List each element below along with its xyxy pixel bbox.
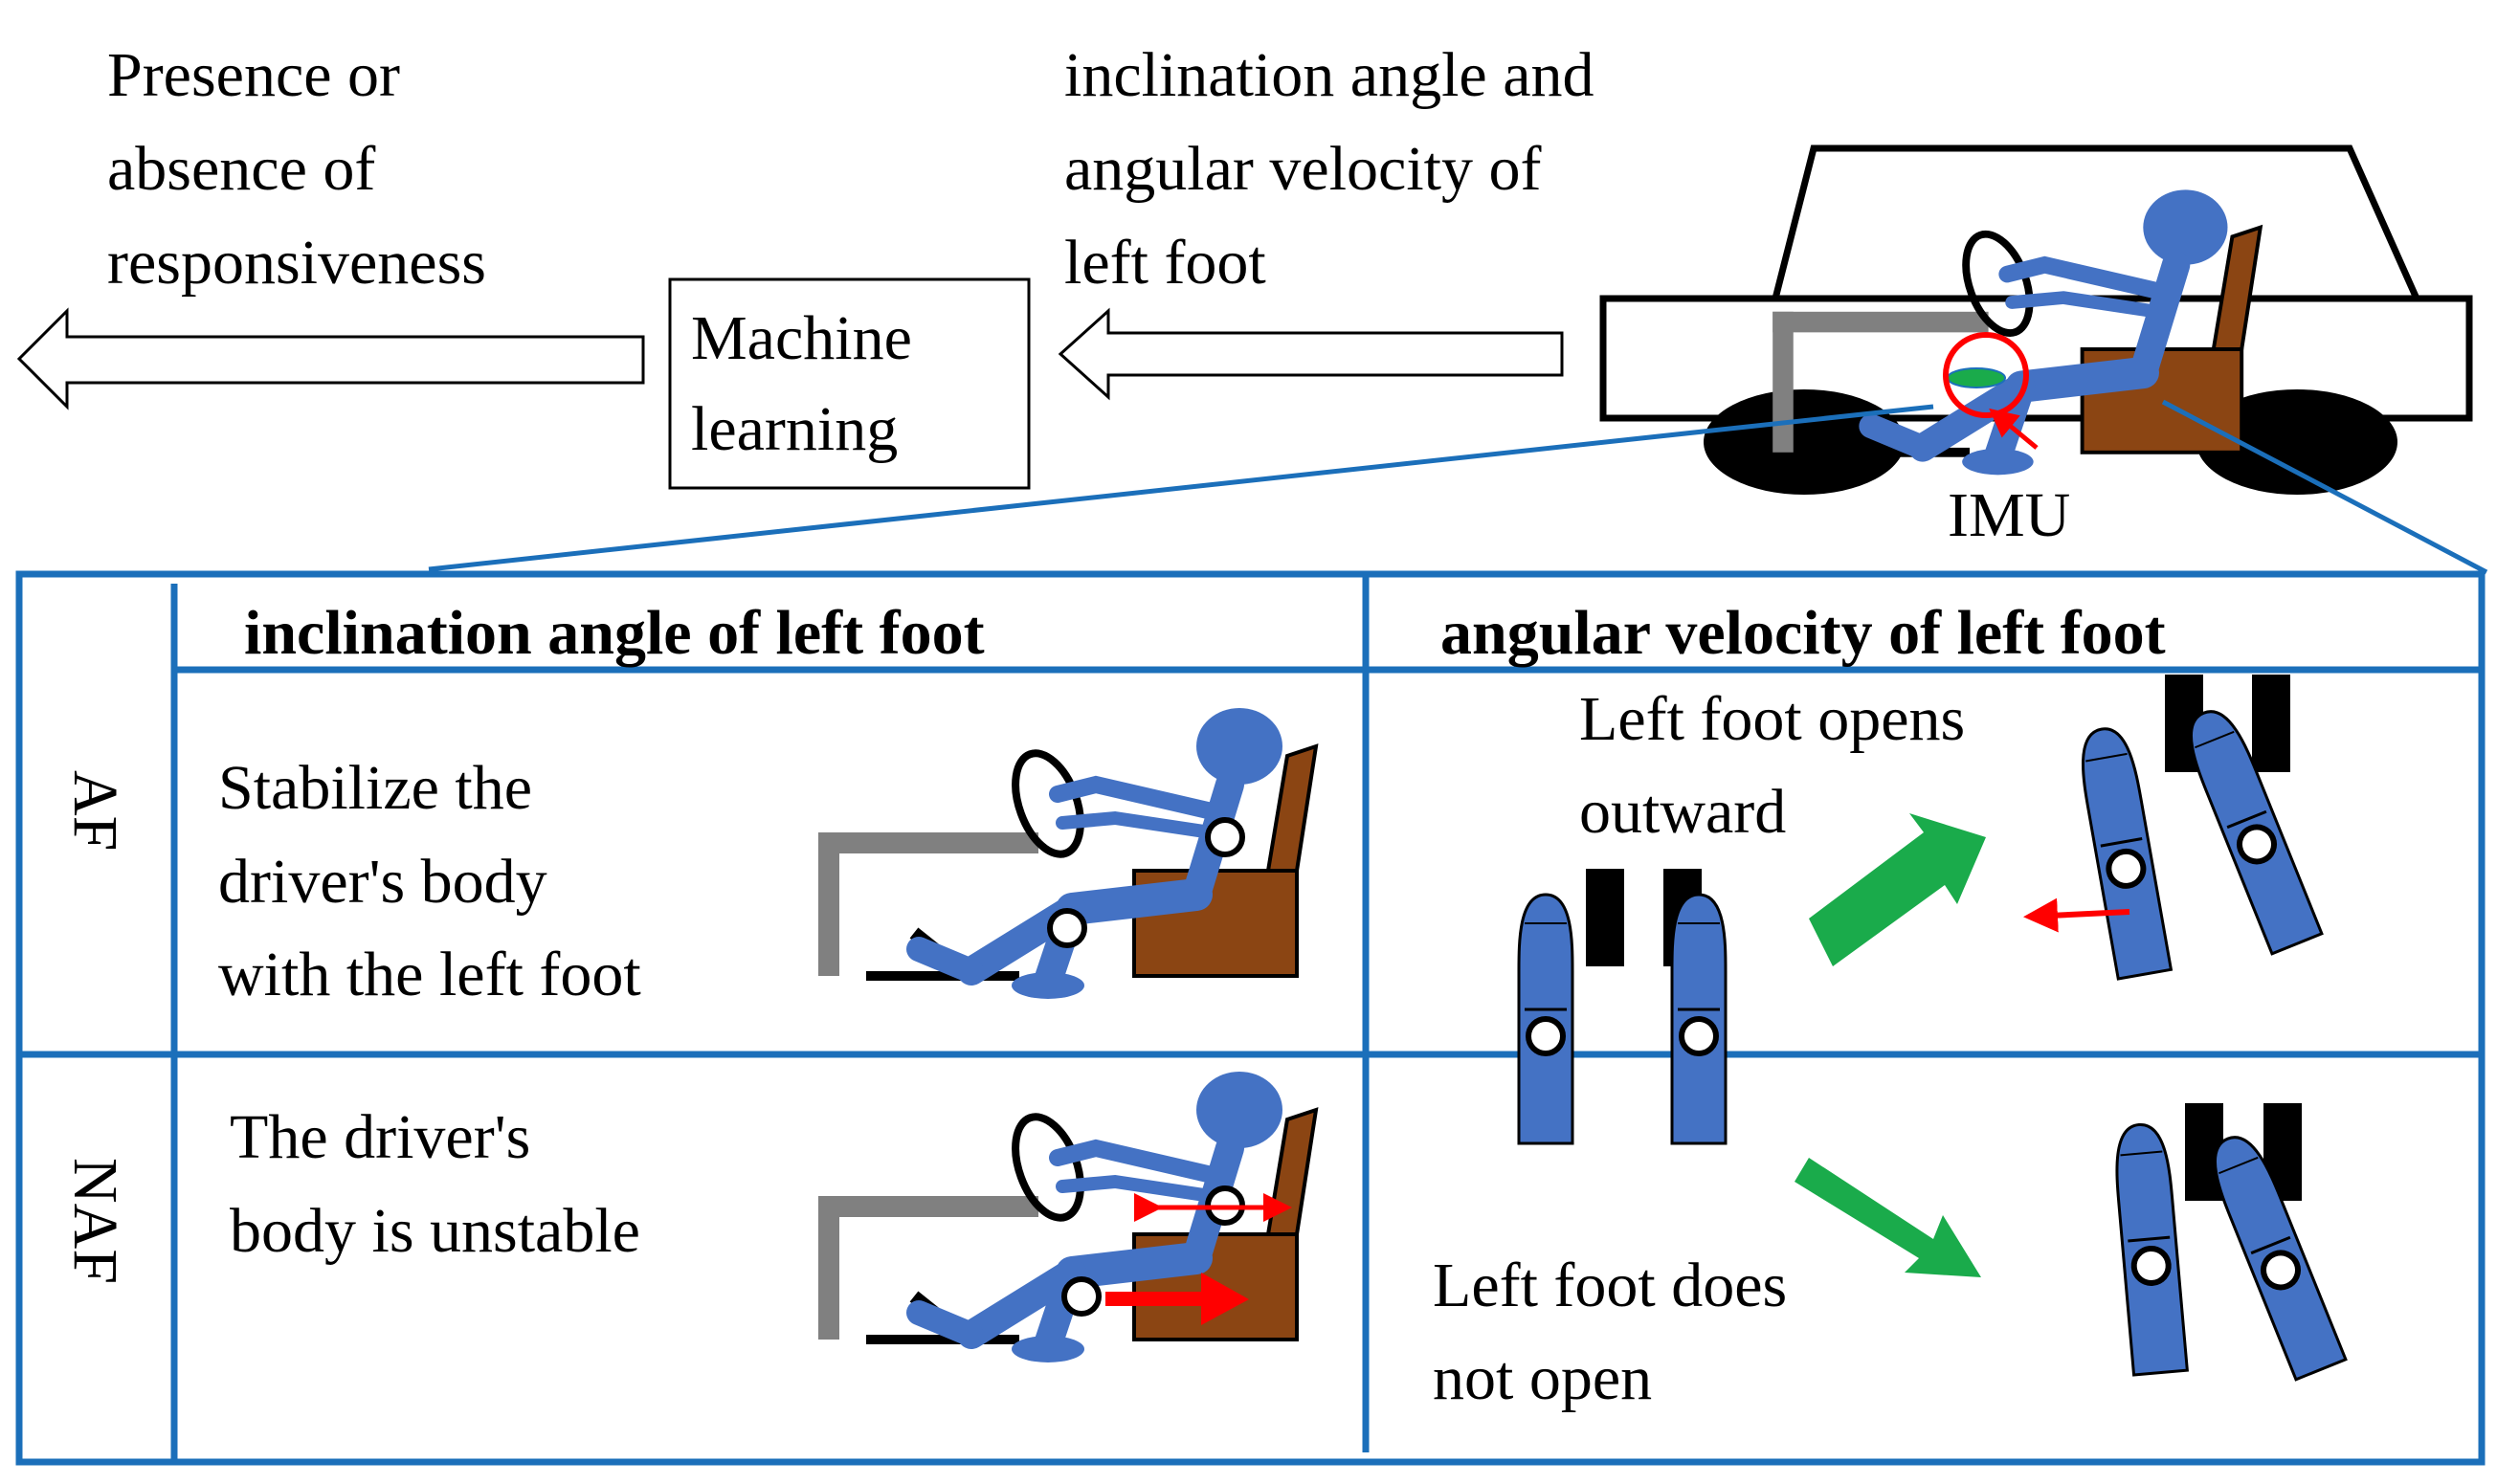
zoom-line-right [2161, 399, 2488, 575]
ml-box-frame [668, 277, 1031, 490]
imu-highlight-circle [1943, 332, 2029, 418]
row-label-af: AF [60, 770, 130, 851]
col-header-velocity: angular velocity of left foot [1440, 598, 2166, 668]
input-arrow [1058, 307, 1564, 401]
af-velocity-cell: Left foot opens outward [1519, 675, 2322, 1143]
af-foot-right [2179, 703, 2322, 954]
naf-vel-line-2: not open [1433, 1343, 1652, 1413]
imu-label: IMU [1948, 480, 2070, 550]
af-pedal-right [2252, 675, 2290, 772]
opens-green-arrow [1809, 813, 1986, 966]
af-red-arrow [2023, 897, 2130, 933]
af-vel-line-1: Left foot opens [1579, 684, 1965, 754]
output-text: Presence or absence of responsiveness [107, 40, 486, 298]
foot-neutral-left [1519, 895, 1572, 1143]
ml-box-line-1: Machine [691, 303, 912, 373]
af-inclination-cell: Stabilize the driver's body with the lef… [218, 708, 1316, 1009]
table-frame [15, 570, 2486, 1466]
col-header-inclination: inclination angle of left foot [244, 598, 985, 668]
af-incl-line-2: driver's body [218, 847, 547, 917]
pedal-left [1586, 869, 1624, 966]
naf-foot-left [2112, 1122, 2187, 1375]
naf-driver-icon [818, 1072, 1316, 1362]
output-arrow [16, 307, 645, 410]
ml-box: Machine learning [668, 277, 1031, 490]
af-foot-left [2075, 724, 2171, 979]
naf-inclination-cell: The driver's body is unstable [230, 1072, 1316, 1362]
no-open-green-arrow [1795, 1158, 1981, 1277]
imu-sensor-icon [1947, 367, 2006, 388]
input-line-2: angular velocity of [1064, 134, 1542, 204]
af-incl-line-3: with the left foot [218, 940, 641, 1009]
foot-neutral-right [1672, 895, 1726, 1143]
input-line-3: left foot [1064, 228, 1266, 298]
front-wheel [1704, 389, 1905, 495]
output-line-2: absence of [107, 134, 375, 204]
af-incl-line-1: Stabilize the [218, 753, 532, 823]
output-line-1: Presence or [107, 40, 400, 110]
rear-wheel [2196, 389, 2397, 495]
af-vel-line-2: outward [1579, 777, 1786, 847]
input-line-1: inclination angle and [1064, 40, 1594, 110]
naf-incl-line-2: body is unstable [230, 1196, 640, 1266]
input-text: inclination angle and angular velocity o… [1064, 40, 1594, 298]
comparison-table: inclination angle of left foot angular v… [15, 570, 2486, 1466]
row-label-naf: NAF [60, 1158, 130, 1284]
af-driver-icon [818, 708, 1316, 999]
naf-velocity-cell: Left foot does not open [1433, 1103, 2346, 1413]
ml-box-line-2: learning [691, 394, 898, 464]
car-illustration [1599, 144, 2473, 495]
naf-vel-line-1: Left foot does [1433, 1251, 1787, 1320]
zoom-line-left [428, 404, 1934, 572]
output-line-3: responsiveness [107, 228, 486, 298]
imu-pointer-arrow [1989, 408, 2039, 450]
naf-incl-line-1: The driver's [230, 1102, 530, 1172]
